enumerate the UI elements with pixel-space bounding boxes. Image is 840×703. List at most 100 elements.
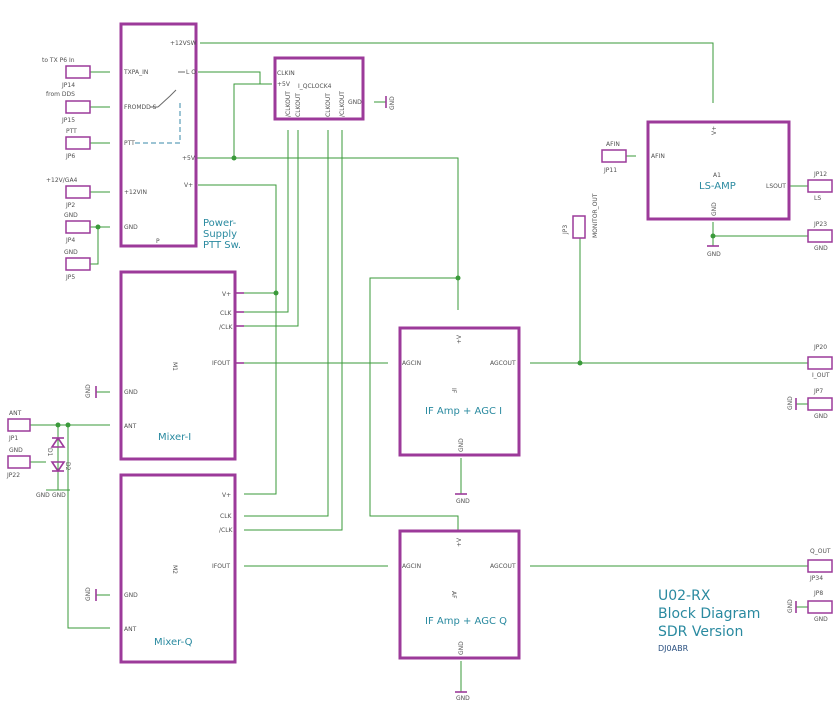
- pin-clkout-2: CLKOUT: [295, 93, 302, 117]
- connector-ref: JP14: [61, 82, 75, 89]
- connector-ref: JP1: [8, 435, 18, 442]
- connector-jp14[interactable]: to TX P6 In JP14: [42, 57, 91, 89]
- connector-label: GND: [814, 616, 828, 623]
- connector-jp7[interactable]: JP7 GND GND: [787, 388, 833, 420]
- pin-vplus: +V: [456, 334, 463, 344]
- clock-block[interactable]: I_QCLOCK4 CLKIN +5V GND /CLKOUT CLKOUT C…: [273, 56, 396, 121]
- connector-jp6[interactable]: PTT JP6: [65, 128, 91, 160]
- pin-afin: AFIN: [651, 153, 665, 160]
- junction: [95, 224, 101, 230]
- connector-ref: JP4: [65, 237, 75, 244]
- gnd-label: GND: [36, 492, 50, 499]
- pin-ptt: PTT: [124, 140, 135, 147]
- connector-ref: JP22: [6, 472, 20, 479]
- if-i-label: IF Amp + AGC I: [425, 406, 502, 417]
- antenna-protection-diodes: D1 D2 GND GND: [36, 436, 71, 499]
- if-amp-i-block[interactable]: IF IF Amp + AGC I AGCIN AGCOUT +V GND GN…: [398, 326, 521, 505]
- junction: [65, 422, 71, 428]
- mixer-i-block[interactable]: M1 Mixer-I V+ CLK /CLK IFOUT GND ANT GND: [85, 270, 244, 461]
- connector-jp4[interactable]: GND JP4: [64, 212, 91, 244]
- wires: [30, 42, 808, 692]
- connector-label: from DDS: [46, 91, 75, 98]
- pin-vplus: V+: [711, 126, 718, 135]
- connector-label: Q_OUT: [810, 548, 831, 555]
- pin-agcout: AGCOUT: [490, 563, 516, 570]
- pin-gnd: GND: [458, 438, 465, 452]
- title-line-3: SDR Version: [658, 624, 743, 640]
- connector-jp23[interactable]: JP23 GND: [807, 221, 833, 252]
- connector-label: GND: [814, 245, 828, 252]
- pin-lsout: LSOUT: [766, 183, 786, 190]
- wire-12vsw: [200, 42, 714, 103]
- pin-fromdds: FROMDD S: [124, 104, 157, 111]
- gnd-label: GND: [389, 96, 396, 110]
- connector-jp8[interactable]: JP8 GND GND: [787, 590, 833, 623]
- pin-ifout: IFOUT: [212, 563, 230, 570]
- junction: [55, 422, 61, 428]
- pin-5v: +5V: [182, 155, 196, 162]
- pin-agcin: AGCIN: [402, 563, 421, 570]
- connector-jp15[interactable]: from DDS JP15: [46, 91, 91, 124]
- connector-label: GND: [64, 249, 78, 256]
- connector-label: GND: [64, 212, 78, 219]
- gnd-label: GND: [52, 492, 66, 499]
- gnd-label: GND: [456, 498, 470, 505]
- connector-jp11[interactable]: AFIN JP11: [601, 141, 627, 174]
- connector-ref: JP2: [65, 202, 75, 209]
- junction: [577, 360, 583, 366]
- connector-label: PTT: [66, 128, 77, 135]
- pin-clk: CLK: [220, 310, 233, 317]
- junction: [231, 155, 237, 161]
- connector-ref: JP11: [603, 167, 617, 174]
- connector-ref: JP6: [65, 153, 75, 160]
- diode-d2: [50, 461, 66, 473]
- ptt-switch: [157, 89, 177, 108]
- wire-clk3: [244, 130, 329, 517]
- gnd-label: GND: [456, 695, 470, 702]
- pin-gnd: GND: [348, 99, 362, 106]
- title-line-1: U02-RX: [658, 588, 711, 604]
- wire-lo-clkin: [198, 71, 272, 85]
- ls-amp-label: LS-AMP: [699, 181, 736, 192]
- ps-note-2: Supply: [203, 229, 237, 240]
- connector-jp5[interactable]: GND JP5: [64, 249, 91, 281]
- connector-jp3[interactable]: JP3 MONITOR_OUT: [562, 193, 599, 239]
- connector-ref: JP5: [65, 274, 75, 281]
- connector-label: AFIN: [606, 141, 620, 148]
- if-amp-q-block[interactable]: AF IF Amp + AGC Q AGCIN AGCOUT +V GND GN…: [398, 529, 521, 702]
- connector-jp22[interactable]: GND JP22: [6, 447, 31, 479]
- pin-gnd: GND: [124, 224, 138, 231]
- connector-label: GND: [9, 447, 23, 454]
- wire-jp5: [90, 227, 99, 265]
- connector-jp1[interactable]: ANT JP1: [7, 410, 31, 442]
- mixer-ref: M2: [171, 565, 178, 574]
- pin-nclk: /CLK: [219, 324, 234, 331]
- connector-jp12[interactable]: JP12 LS: [807, 171, 833, 202]
- pin-12vin: +12VIN: [124, 189, 147, 196]
- pin-gnd: GND: [124, 389, 138, 396]
- connector-ref: JP34: [809, 575, 823, 582]
- wire-5v-rail: [196, 157, 459, 310]
- ptt-switch-line: [135, 101, 181, 144]
- pin-gnd: GND: [711, 202, 718, 216]
- pin-lo: L O: [186, 69, 196, 76]
- gnd-label: GND: [85, 384, 92, 398]
- title-line-2: Block Diagram: [658, 606, 760, 622]
- ls-amp-block[interactable]: A1 LS-AMP AFIN LSOUT V+ GND GND: [646, 120, 791, 258]
- pin-txpa-in: TXPA_IN: [123, 69, 148, 76]
- pin-vplus: V+: [222, 492, 231, 499]
- pin-clkout-4: /CLKOUT: [339, 91, 346, 117]
- mixer-q-block[interactable]: M2 Mixer-Q V+ CLK /CLK IFOUT GND ANT GND: [85, 473, 237, 664]
- connector-jp2[interactable]: +12V/GA4 JP2: [46, 177, 91, 209]
- wire-5v-if-q: [369, 277, 459, 530]
- connector-jp34[interactable]: Q_OUT JP34: [807, 548, 833, 582]
- connector-label: to TX P6 In: [42, 57, 75, 64]
- connector-jp20[interactable]: JP20 I_OUT: [807, 344, 833, 379]
- author: DJ0ABR: [658, 644, 689, 653]
- wire-clk4: [244, 130, 343, 531]
- pin-gnd: GND: [124, 592, 138, 599]
- wire-clk1: [244, 130, 289, 313]
- power-supply-block[interactable]: TXPA_IN FROMDD S PTT +12VIN GND +12VSW L…: [119, 22, 241, 251]
- mixer-q-label: Mixer-Q: [154, 637, 193, 648]
